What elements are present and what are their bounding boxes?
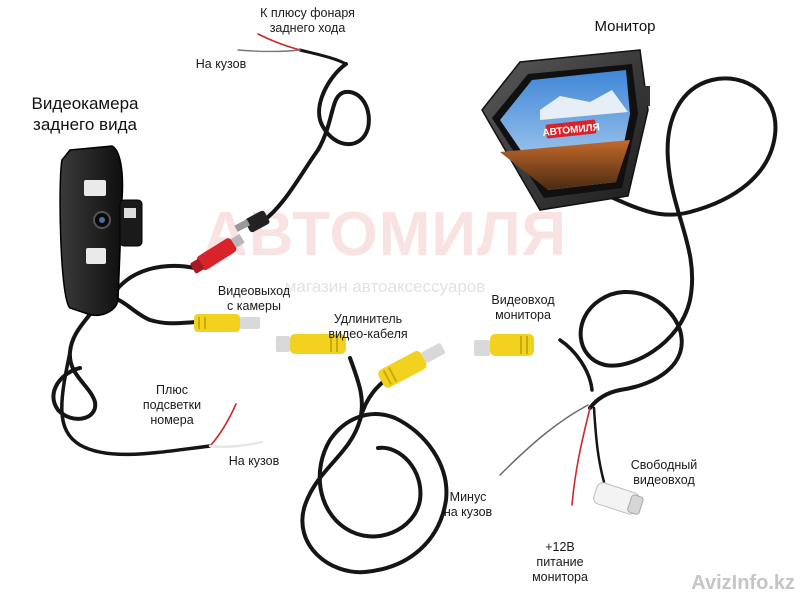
monitor-free-video-wire bbox=[592, 406, 606, 484]
power-12v-label: +12В питание монитора bbox=[532, 540, 588, 584]
plate-light-cable bbox=[60, 350, 212, 457]
camera-label: Видеокамера заднего вида bbox=[31, 94, 139, 134]
plate-light-plus-label: Плюс подсветки номера bbox=[142, 383, 202, 427]
reverse-light-plus-label: К плюсу фонаря заднего хода bbox=[260, 6, 355, 35]
minus-ground-label: Минус на кузов bbox=[443, 490, 493, 519]
monitor-minus-wire bbox=[499, 404, 589, 476]
camera-pigtail-cable bbox=[51, 298, 102, 421]
monitor-label: Монитор bbox=[594, 18, 656, 35]
ground-bottom-label: На кузов bbox=[228, 454, 280, 468]
extension-cable-label: Удлинитель видео-кабеля bbox=[328, 312, 408, 341]
extension-left-rca bbox=[276, 334, 346, 354]
free-video-in-label: Свободный видеовход bbox=[630, 458, 698, 487]
reverse-light-red-wire bbox=[257, 33, 301, 51]
extension-right-rca bbox=[378, 343, 446, 388]
free-video-in-connector bbox=[593, 482, 644, 515]
reverse-light-ground-wire bbox=[237, 49, 301, 53]
rear-view-camera bbox=[59, 145, 143, 316]
power-lead-tail bbox=[298, 48, 348, 66]
monitor-12v-wire bbox=[571, 407, 591, 506]
video-in-monitor-label: Видеовход монитора bbox=[491, 293, 555, 322]
video-out-camera-label: Видеовыход с камеры bbox=[217, 284, 291, 313]
plate-light-red-wire bbox=[209, 403, 237, 447]
monitor-cable bbox=[558, 76, 778, 410]
monitor-device: АВТОМИЛЯ bbox=[481, 49, 650, 211]
plate-light-white-wire bbox=[208, 440, 264, 448]
power-lead-cable bbox=[260, 62, 371, 224]
ground-top-label: На кузов bbox=[195, 57, 247, 71]
extension-cable-coil bbox=[300, 356, 449, 575]
monitor-yellow-rca bbox=[474, 334, 534, 356]
camera-power-cable bbox=[110, 263, 197, 298]
red-rca-connector bbox=[190, 233, 245, 274]
camera-yellow-rca bbox=[194, 314, 260, 332]
power-barrel-connector bbox=[234, 210, 270, 233]
